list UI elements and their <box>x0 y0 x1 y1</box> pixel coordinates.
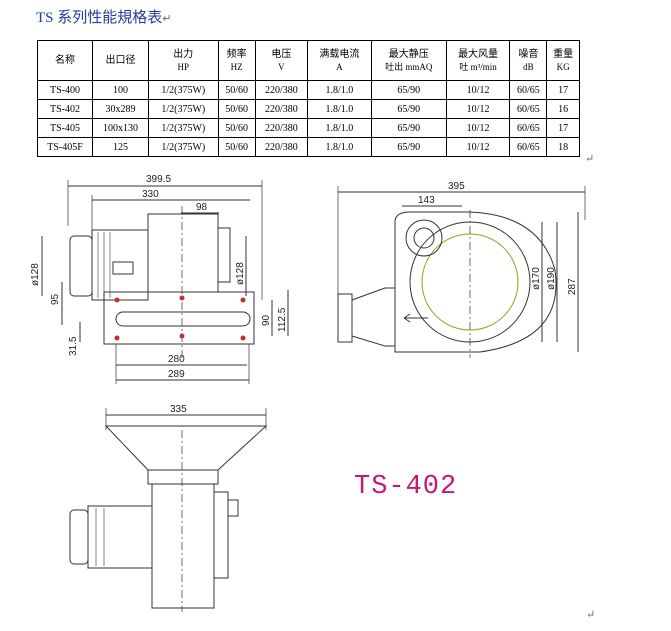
inlet-hole <box>413 227 435 249</box>
header-cell: 最大静压吐出 mmAQ <box>370 40 447 81</box>
cell-model: TS-405F <box>37 137 93 157</box>
bolt-hole <box>114 297 120 303</box>
motor-end-cap <box>69 509 89 565</box>
cell: 1.8/1.0 <box>307 137 372 157</box>
bolt-hole <box>114 335 120 341</box>
bolt-hole <box>179 333 185 339</box>
dim-text: ø170 <box>531 267 542 290</box>
dim-text: ø128 <box>235 262 246 285</box>
dim-text: 112.5 <box>277 307 288 332</box>
inlet-ring <box>405 219 443 257</box>
dim-text: 335 <box>170 404 187 415</box>
inlet-cone <box>104 425 268 471</box>
motor-end-cap <box>69 235 93 297</box>
bolt-hole <box>240 297 246 303</box>
fan-housing <box>151 483 215 609</box>
cell: 125 <box>92 137 149 157</box>
terminal-box <box>112 261 134 275</box>
dim-text: 280 <box>168 354 185 365</box>
volute-casing <box>394 211 557 353</box>
motor-body <box>87 505 153 569</box>
cell: 220/380 <box>254 137 309 157</box>
housing-side <box>213 491 229 579</box>
front-view <box>337 186 586 358</box>
dim-text: 287 <box>567 278 578 295</box>
paragraph-mark: ↵ <box>586 608 596 621</box>
header-cell: 出口径 <box>92 40 149 81</box>
motor-body <box>91 229 149 301</box>
dim-text: 395 <box>448 181 465 192</box>
fan-housing <box>147 213 219 293</box>
bottom-view <box>69 408 268 612</box>
cell: 18 <box>546 137 580 157</box>
dim-text: 31.5 <box>68 336 79 356</box>
inlet-collar <box>147 469 219 485</box>
bolt-hole <box>240 335 246 341</box>
header-cell: 名称 <box>37 40 93 81</box>
outlet-flange <box>337 293 353 343</box>
cell: 16 <box>546 99 580 119</box>
paragraph-mark: ↵ <box>162 12 172 25</box>
page-title: TS 系列性能規格表↵ <box>36 10 172 26</box>
cell: 50/60 <box>217 137 256 157</box>
bracket <box>227 499 239 517</box>
base-plate <box>103 291 255 345</box>
dim-text: ø128 <box>30 263 41 286</box>
dim-text: 330 <box>142 189 159 200</box>
outlet-duct <box>351 287 395 347</box>
dim-text: 95 <box>50 293 61 305</box>
model-label: TS-402 <box>354 472 458 502</box>
dim-text: ø190 <box>546 267 557 290</box>
flow-arrow-icon <box>403 313 428 323</box>
dim-text: 399.5 <box>146 174 171 185</box>
cell: 60/65 <box>509 137 548 157</box>
bolt-hole <box>179 295 185 301</box>
mount-slot <box>115 311 251 327</box>
dim-text: 289 <box>168 369 185 380</box>
header-cell: 最大风量吐 m³/min <box>445 40 511 81</box>
housing-flange <box>217 227 231 283</box>
dim-text: 90 <box>261 314 272 326</box>
side-view <box>41 180 289 384</box>
dim-text: 143 <box>418 195 435 206</box>
cell: 60/65 <box>509 118 548 138</box>
dim-text: 98 <box>196 202 208 213</box>
cell: 65/90 <box>370 137 447 157</box>
paragraph-mark: ↵ <box>585 152 595 165</box>
